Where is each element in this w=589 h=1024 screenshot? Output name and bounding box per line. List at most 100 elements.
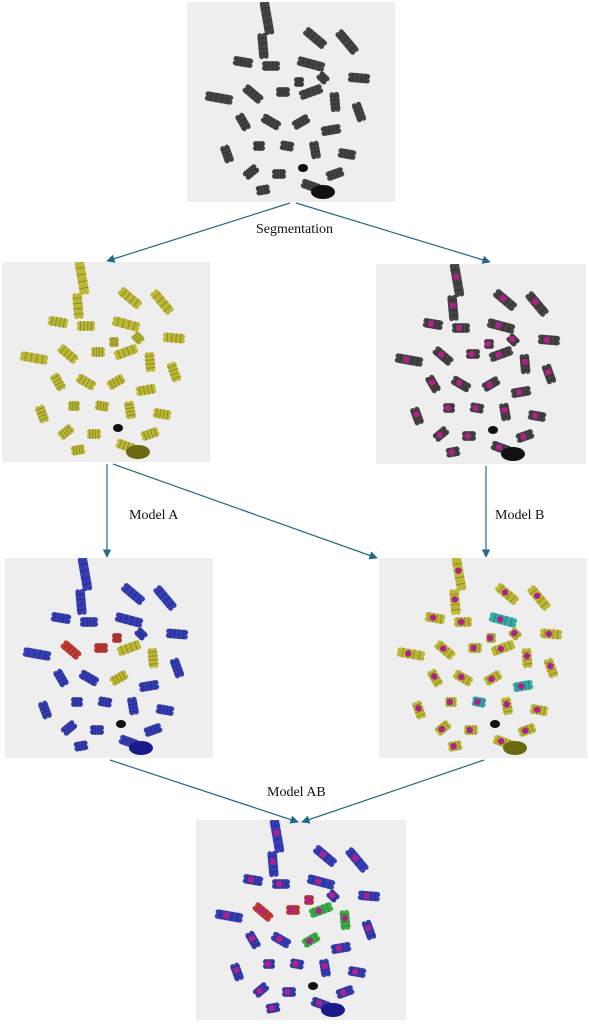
nucleus-blob [501,447,525,461]
chromosome [452,323,470,333]
chromosome [165,628,189,640]
chromosome [135,383,157,397]
debris-blob [116,720,126,728]
chromosome [35,404,49,424]
input-metaphase-image [187,2,395,202]
chromosome [445,446,461,458]
label-model-ab: Model AB [267,785,326,800]
chromosome [412,700,426,720]
chromosome-spread [214,820,381,1017]
chromosome [255,184,271,196]
chromosome [510,385,532,399]
chromosome [488,612,518,628]
chromosome [410,406,424,426]
chromosome [68,401,80,411]
chromosome [232,55,254,69]
chromosome [471,696,487,708]
chromosome [138,679,160,693]
chromosome [486,633,496,643]
chromosome [517,723,537,737]
chromosome [257,32,269,60]
chromosome [113,344,139,360]
chromosome [486,318,516,334]
chromosome [320,123,342,137]
chromosome [260,113,282,131]
chromosome [422,317,444,331]
debris-blob [308,982,318,990]
chromosome [263,959,275,969]
chromosome [74,262,90,296]
chromosome [454,617,472,627]
segmentation-b-image [376,264,586,464]
chromosome [521,647,533,669]
chromosome [97,696,113,708]
chromosome [451,558,467,592]
model-b-output-image [379,558,587,758]
chromosome [326,889,340,903]
chromosome [515,429,535,443]
chromosome [153,585,177,611]
chromosome [19,351,49,365]
nucleus-blob [503,741,527,755]
chromosome [131,331,145,345]
chromosome [527,585,551,611]
chromosome [166,361,182,383]
chromosome [70,444,86,456]
chromosome [162,332,186,344]
chromosome [289,958,305,970]
arrow-b-output-to-ab [301,759,485,824]
chromosome [499,402,511,422]
chromosome [512,679,534,693]
chromosome [449,588,461,616]
chromosome [111,316,141,332]
chromosome [152,408,172,420]
chromosome [279,140,295,152]
label-segmentation: Segmentation [256,222,333,237]
chromosome [72,292,84,320]
chromosome [483,670,503,686]
chromosome [155,704,175,716]
chromosome [50,372,66,392]
chromosome [335,985,355,999]
chromosome [169,657,185,679]
chromosome [276,87,290,97]
chromosome [94,400,110,412]
chromosome [519,353,531,375]
chromosome [484,339,494,349]
chromosome [50,611,72,625]
debris-blob [490,720,500,728]
model-a-output-image [5,558,213,758]
chromosome [134,627,148,641]
chromosome [335,29,359,55]
chromosome [80,617,98,627]
chromosome [347,72,371,84]
chromosome [495,583,519,605]
chromosome [447,294,459,322]
chromosome [94,643,108,653]
chromosome [60,640,82,660]
chromosome [114,612,144,628]
chromosome [116,640,142,656]
chromosome [493,289,517,311]
segmentation-a-image [2,262,210,462]
chromosome [272,879,290,889]
chromosome [282,987,296,997]
chromosome [481,376,501,392]
chromosome [432,346,454,366]
chromosome [525,291,549,317]
chromosome [57,424,75,440]
chromosome [286,905,300,915]
chromosome [87,429,101,439]
chromosome [252,982,270,998]
chromosome [325,167,345,181]
chromosome [396,647,426,661]
chromosome [357,890,381,902]
chromosome [339,909,351,931]
chromosome [319,958,331,978]
chromosome [269,820,285,854]
chromosome [91,347,105,357]
chromosome [245,930,261,950]
chromosome [71,697,83,707]
chromosome [445,697,457,707]
chromosome [262,61,280,71]
